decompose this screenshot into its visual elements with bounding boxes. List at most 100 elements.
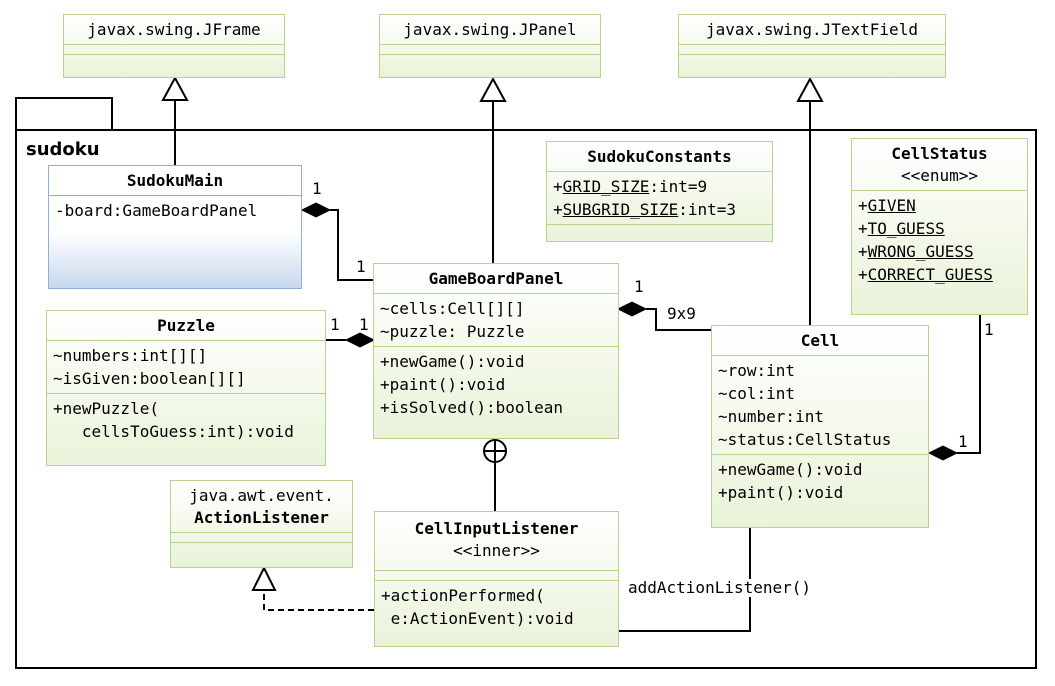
empty-compartment <box>679 45 945 55</box>
multiplicity-label: 1 <box>359 315 369 334</box>
class-cell-status[interactable]: CellStatus<<enum>> +GIVEN+TO_GUESS+WRONG… <box>851 138 1028 315</box>
composition-diamond <box>927 445 959 461</box>
enum-literal: +TO_GUESS <box>858 217 1021 240</box>
attribute: ~numbers:int[][] <box>53 346 208 365</box>
class-name: javax.swing.JPanel <box>380 15 600 45</box>
composition-diamond <box>344 332 376 348</box>
attribute: ~isGiven:boolean[][] <box>53 369 246 388</box>
package-name: sudoku <box>26 139 100 160</box>
attribute: ~row:int <box>718 361 796 380</box>
class-name: javax.swing.JTextField <box>679 15 945 45</box>
class-sudoku-constants[interactable]: SudokuConstants +GRID_SIZE:int=9+SUBGRID… <box>546 141 773 242</box>
attributes-compartment: ~row:int~col:int~number:int~status:CellS… <box>712 356 928 455</box>
interface-action-listener[interactable]: java.awt.event. ActionListener <box>170 480 353 568</box>
generalization-arrowhead <box>479 76 507 102</box>
operation: +isSolved():boolean <box>380 398 564 417</box>
attributes-compartment: ~cells:Cell[][] ~puzzle: Puzzle <box>374 294 618 347</box>
class-puzzle[interactable]: Puzzle ~numbers:int[][] ~isGiven:boolean[… <box>46 310 326 466</box>
operations-compartment: +newPuzzle( cellsToGuess:int):void <box>47 394 325 446</box>
package-prefix: java.awt.event. <box>189 486 334 505</box>
generalization-arrowhead <box>161 75 189 101</box>
class-header: java.awt.event. ActionListener <box>171 481 352 533</box>
attributes-compartment: ~numbers:int[][] ~isGiven:boolean[][] <box>47 341 325 394</box>
enum-literal: +GIVEN <box>858 194 1021 217</box>
attribute: ~cells:Cell[][] <box>380 299 525 318</box>
attributes-compartment: +GRID_SIZE:int=9+SUBGRID_SIZE:int=3 <box>547 172 772 225</box>
class-sudoku-main[interactable]: SudokuMain -board:GameBoardPanel <box>48 165 302 289</box>
class-game-board-panel[interactable]: GameBoardPanel ~cells:Cell[][] ~puzzle: P… <box>373 263 619 439</box>
empty-compartment <box>547 225 772 234</box>
composition-diamond <box>300 202 332 218</box>
operation: +actionPerformed( <box>381 586 545 605</box>
class-cell[interactable]: Cell ~row:int~col:int~number:int~status:… <box>711 325 929 528</box>
operation: +newPuzzle( <box>53 399 159 418</box>
empty-compartment <box>64 45 284 55</box>
empty-compartment <box>64 55 284 64</box>
class-cell-input-listener[interactable]: CellInputListener<<inner>> +actionPerfor… <box>374 511 619 647</box>
empty-compartment <box>171 543 352 552</box>
multiplicity-label: 1 <box>330 315 340 334</box>
package-tab <box>15 97 113 130</box>
composition-main-board <box>330 209 373 281</box>
empty-compartment <box>679 55 945 64</box>
operation: +paint():void <box>380 375 506 394</box>
multiplicity-label: 1 <box>958 432 968 451</box>
operations-compartment: +actionPerformed( e:ActionEvent):void <box>375 581 618 633</box>
attribute-name: SUBGRID_SIZE <box>562 200 679 219</box>
association-listener-cell <box>619 528 751 632</box>
class-name: GameBoardPanel <box>374 264 618 294</box>
class-name: SudokuConstants <box>547 142 772 172</box>
realization-arrowhead <box>251 565 277 591</box>
stereotype: <<enum>> <box>900 166 979 185</box>
literal-name: GIVEN <box>867 196 916 215</box>
operations-compartment: +newGame():void +paint():void <box>712 455 928 507</box>
attribute: ~status:CellStatus <box>718 430 892 449</box>
visibility: + <box>553 200 563 219</box>
operation: cellsToGuess:int):void <box>53 422 294 441</box>
class-name: Cell <box>712 326 928 356</box>
composition-cell-status <box>957 315 981 454</box>
class-name: SudokuMain <box>49 166 301 196</box>
class-jframe[interactable]: javax.swing.JFrame <box>63 14 285 78</box>
multiplicity-label: 9x9 <box>667 304 696 323</box>
composition-diamond <box>616 301 648 317</box>
visibility: + <box>858 196 868 215</box>
empty-compartment <box>171 533 352 543</box>
enum-literal: +WRONG_GUESS <box>858 240 1021 263</box>
literals-compartment: +GIVEN+TO_GUESS+WRONG_GUESS+CORRECT_GUES… <box>852 191 1027 289</box>
class-jpanel[interactable]: javax.swing.JPanel <box>379 14 601 78</box>
multiplicity-label: 1 <box>312 179 322 198</box>
class-name: javax.swing.JFrame <box>64 15 284 45</box>
multiplicity-label: 1 <box>356 257 366 276</box>
class-name: ActionListener <box>194 508 329 527</box>
empty-compartment <box>380 55 600 64</box>
operations-compartment: +newGame():void+paint():void+isSolved():… <box>374 347 618 422</box>
package-frame <box>15 129 1037 669</box>
static-attribute: +SUBGRID_SIZE:int=3 <box>553 198 766 221</box>
visibility: + <box>553 177 563 196</box>
attribute-type: :int=3 <box>678 200 737 219</box>
operation: e:ActionEvent):void <box>381 609 574 628</box>
realization-listener <box>263 590 374 611</box>
literal-name: TO_GUESS <box>867 219 945 238</box>
empty-compartment <box>380 45 600 55</box>
visibility: + <box>858 219 868 238</box>
attribute: ~puzzle: Puzzle <box>380 322 525 341</box>
class-header: CellInputListener<<inner>> <box>375 512 618 571</box>
composition-board-cell <box>646 308 711 331</box>
class-jtextfield[interactable]: javax.swing.JTextField <box>678 14 946 78</box>
class-header: CellStatus <<enum>> <box>852 139 1027 191</box>
class-name: CellStatus <box>891 144 988 163</box>
attribute-name: GRID_SIZE <box>562 177 650 196</box>
static-attribute: +GRID_SIZE:int=9 <box>553 175 766 198</box>
literal-name: CORRECT_GUESS <box>867 265 993 284</box>
multiplicity-label: 1 <box>634 277 644 296</box>
operation: +newGame():void <box>718 460 863 479</box>
class-name: Puzzle <box>47 311 325 341</box>
attribute: ~number:int <box>718 407 824 426</box>
attributes-compartment: -board:GameBoardPanel <box>49 196 301 225</box>
empty-compartment <box>375 571 618 581</box>
operation: +paint():void <box>718 483 844 502</box>
